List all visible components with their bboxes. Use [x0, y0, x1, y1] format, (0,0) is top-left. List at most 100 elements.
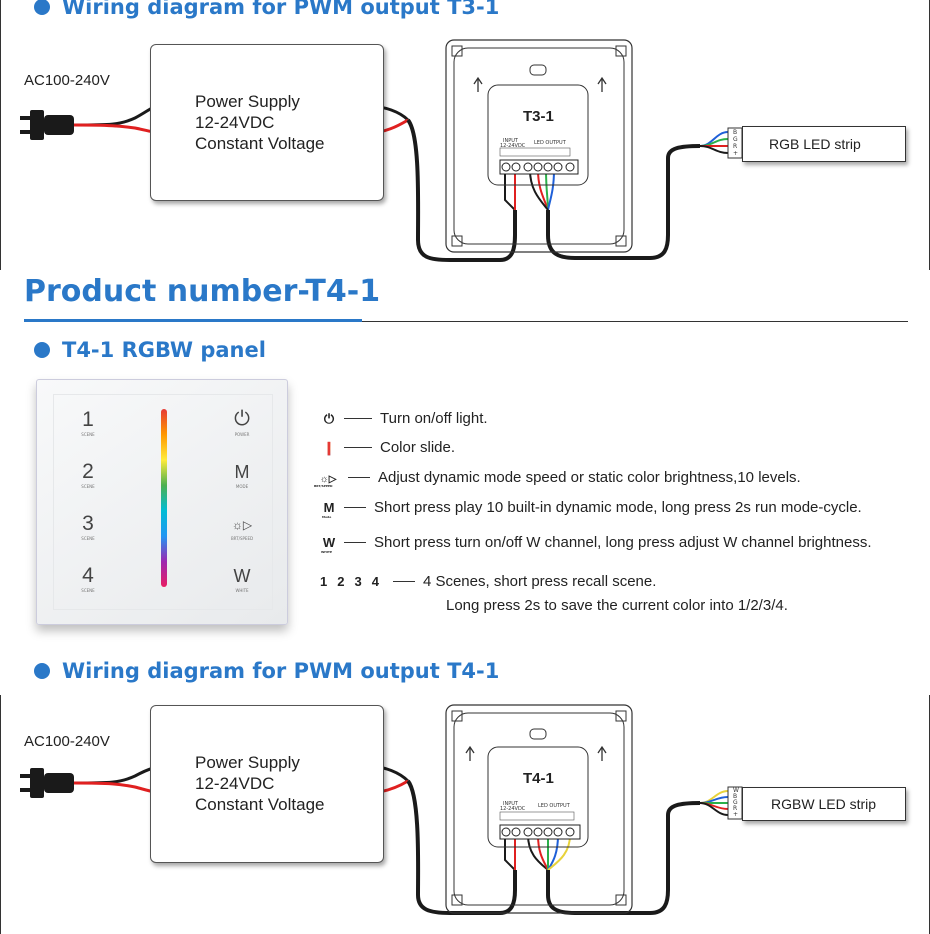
legend-dash — [344, 418, 372, 419]
section-title-text: Wiring diagram for PWM output T4-1 — [62, 659, 500, 683]
psu-line-3: Constant Voltage — [195, 795, 325, 814]
input-voltage-label: 12-24VDC — [500, 143, 526, 149]
brt-sub: BRT/SPEED — [314, 484, 333, 488]
brt-glyph: ☼▷ — [319, 474, 337, 485]
psu-line-2: 12-24VDC — [195, 774, 275, 793]
mode-button: M — [234, 462, 250, 482]
strip-pin-b: B — [733, 793, 738, 800]
legend-row-scenes: 1234 4 Scenes, short press recall scene. — [320, 573, 656, 590]
legend-dash — [348, 477, 370, 478]
white-button: W — [233, 566, 251, 586]
plug-icon — [20, 768, 74, 798]
brightness-speed-icon: ☼▷ BRT/SPEED — [312, 470, 344, 488]
scene-numbers-icon: 1234 — [320, 574, 389, 589]
strip-pin-r: R — [733, 805, 738, 812]
scene-1-caption: SCENE — [81, 432, 95, 437]
legend-text: Short press play 10 built-in dynamic mod… — [374, 499, 862, 516]
scene-num-4: 4 — [371, 574, 389, 589]
power-supply-box: Power Supply 12-24VDC Constant Voltage — [150, 705, 384, 863]
legend-text: Color slide. — [380, 439, 456, 456]
section-title-t4: Wiring diagram for PWM output T4-1 — [34, 659, 499, 683]
psu-line-1: Power Supply — [195, 753, 300, 772]
legend-row-scenes-2: Long press 2s to save the current color … — [446, 597, 788, 614]
legend-dash — [392, 581, 415, 582]
psu-line-2: 12-24VDC — [195, 113, 275, 132]
legend-text: Adjust dynamic mode speed or static colo… — [378, 469, 801, 486]
scene-2-caption: SCENE — [81, 484, 95, 489]
strip-pin-r: R — [733, 143, 738, 150]
strip-pin-w: W — [733, 787, 739, 794]
bullet-icon — [34, 663, 50, 679]
psu-line-1: Power Supply — [195, 92, 300, 111]
rgbw-panel-image: 1 SCENE 2 SCENE 3 SCENE 4 SCENE ⏻ POWER … — [36, 379, 288, 625]
led-output-label: LED OUTPUT — [534, 140, 566, 146]
wiring-diagram-t4: AC100-240V Power Supply 12-24VDC Constan… — [0, 695, 930, 934]
mode-caption: MODE — [235, 484, 249, 489]
bullet-icon — [34, 0, 50, 15]
legend-dash — [344, 447, 372, 448]
power-icon: ⏻ — [323, 410, 335, 426]
led-strip-box: RGBW LED strip — [742, 787, 906, 821]
white-caption: WHITE — [235, 588, 249, 593]
wiring-diagram-t3: AC100-240V Power Supply 12-24VDC Constan… — [0, 0, 930, 270]
led-strip-box: RGB LED strip — [742, 126, 906, 162]
legend-row-power: ⏻ Turn on/off light. — [318, 410, 488, 427]
plug-icon — [20, 110, 74, 140]
legend-dash — [344, 542, 366, 543]
product-title: Product number-T4-1 — [24, 274, 381, 309]
wiring-svg-t3 — [20, 39, 743, 262]
brt-speed-caption: BRT/SPEED — [230, 536, 254, 541]
legend-row-mode: M Mode Short press play 10 built-in dyna… — [318, 499, 862, 519]
panel-glass — [53, 394, 273, 610]
section-title-text: T4-1 RGBW panel — [62, 338, 266, 362]
strip-pin-plus: + — [733, 150, 739, 157]
mode-sub: Mode — [322, 515, 332, 519]
left-border-bottom — [0, 695, 1, 934]
led-output-label: LED OUTPUT — [538, 803, 570, 809]
section-title-panel: T4-1 RGBW panel — [34, 338, 266, 362]
input-voltage-label: 12-24VDC — [500, 806, 526, 812]
power-button-icon: ⏻ — [234, 408, 250, 430]
scene-num-2: 2 — [337, 574, 355, 589]
scene-num-3: 3 — [354, 574, 372, 589]
scene-4-caption: SCENE — [81, 588, 95, 593]
white-icon: W WHITE — [318, 535, 340, 554]
scene-4-button: 4 — [82, 564, 94, 587]
power-caption: POWER — [234, 432, 250, 437]
psu-line-3: Constant Voltage — [195, 134, 325, 153]
scene-1-button: 1 — [82, 408, 94, 431]
legend-row-brt: ☼▷ BRT/SPEED Adjust dynamic mode speed o… — [312, 469, 801, 488]
scene-num-1: 1 — [320, 574, 338, 589]
mode-glyph: M — [323, 500, 335, 515]
strip-label: RGBW LED strip — [771, 796, 877, 812]
title-underline — [24, 319, 362, 322]
scene-3-caption: SCENE — [81, 536, 95, 541]
strip-pin-b: B — [733, 129, 738, 136]
bullet-icon — [34, 342, 50, 358]
section-title-t3: Wiring diagram for PWM output T3-1 — [34, 0, 499, 19]
strip-label: RGB LED strip — [769, 136, 861, 152]
controller-name: T4-1 — [523, 770, 554, 787]
brightness-speed-icon: ☼▷ — [231, 518, 253, 532]
left-border — [0, 0, 1, 270]
strip-pin-g: G — [733, 799, 738, 806]
strip-pin-plus: + — [733, 811, 739, 818]
ac-voltage-label: AC100-240V — [24, 733, 110, 750]
title-divider — [362, 321, 908, 322]
color-slide-icon: ❙ — [318, 440, 340, 456]
section-title-text: Wiring diagram for PWM output T3-1 — [62, 0, 500, 19]
power-supply-box: Power Supply 12-24VDC Constant Voltage — [150, 44, 384, 201]
controller-name: T3-1 — [523, 108, 554, 125]
color-slider — [161, 409, 167, 587]
legend-dash — [344, 507, 366, 508]
white-glyph: W — [322, 535, 336, 550]
strip-pin-g: G — [733, 136, 738, 143]
ac-voltage-label: AC100-240V — [24, 72, 110, 89]
mode-icon: M Mode — [318, 500, 340, 519]
legend-text: Turn on/off light. — [380, 410, 488, 427]
scene-2-button: 2 — [82, 460, 94, 483]
legend-row-white: W WHITE Short press turn on/off W channe… — [318, 534, 872, 554]
input-label: INPUT — [503, 801, 518, 807]
input-label: INPUT — [503, 138, 518, 144]
scene-3-button: 3 — [82, 512, 94, 535]
